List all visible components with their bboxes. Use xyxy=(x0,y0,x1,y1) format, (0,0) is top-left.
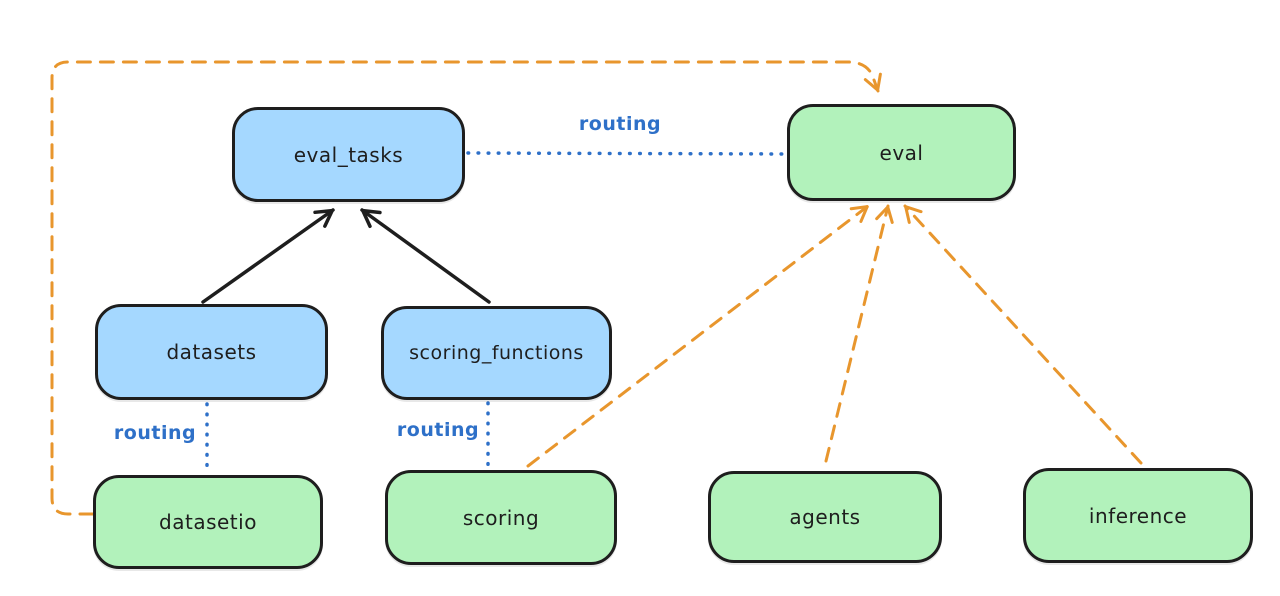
edge-label-routing-top: routing xyxy=(578,113,662,135)
node-agents: agents xyxy=(708,471,942,563)
node-inference: inference xyxy=(1023,468,1253,563)
node-eval_tasks: eval_tasks xyxy=(232,107,465,202)
node-eval_tasks-label: eval_tasks xyxy=(293,142,404,167)
edge-agents-to-eval xyxy=(824,204,894,463)
edge-label-routing-datasets: routing xyxy=(113,422,197,444)
edge-scoring_functions-to-eval_tasks xyxy=(360,208,491,304)
edge-label-routing-scoring: routing xyxy=(396,419,480,441)
edge-inference-to-eval xyxy=(903,204,1143,465)
node-datasets-label: datasets xyxy=(166,340,257,364)
node-eval-label: eval xyxy=(879,140,924,165)
edge-datasetio-to-eval xyxy=(50,60,882,516)
node-scoring_functions: scoring_functions xyxy=(381,306,612,400)
node-eval: eval xyxy=(787,104,1016,201)
node-scoring: scoring xyxy=(385,470,617,565)
edge-eval_tasks-to-eval xyxy=(466,151,786,156)
edge-datasets-to-eval_tasks xyxy=(201,208,335,304)
node-datasetio-label: datasetio xyxy=(159,510,257,534)
node-agents-label: agents xyxy=(789,505,861,529)
node-scoring_functions-label: scoring_functions xyxy=(409,342,584,364)
edge-scoring-to-eval xyxy=(526,204,870,468)
node-datasetio: datasetio xyxy=(93,475,323,569)
node-inference-label: inference xyxy=(1088,503,1188,528)
node-datasets: datasets xyxy=(95,304,328,400)
node-scoring-label: scoring xyxy=(462,505,540,530)
